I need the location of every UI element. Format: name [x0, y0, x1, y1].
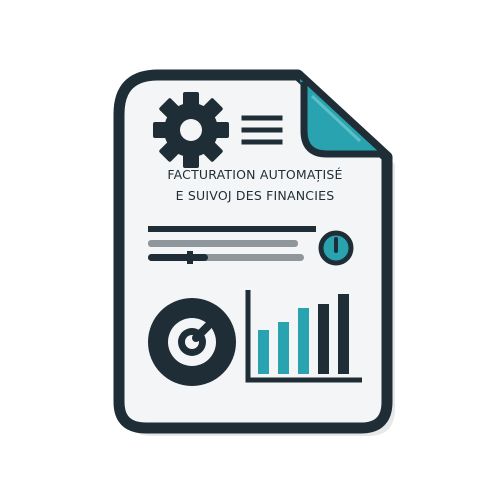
text-lines — [148, 226, 316, 247]
folded-corner — [300, 79, 381, 158]
document-caption-line-2: E SUIVOJ DES FINANCIES — [175, 188, 335, 203]
slider-icon — [148, 230, 354, 266]
gear-icon — [153, 92, 229, 168]
bar-chart-icon — [245, 290, 362, 383]
gauge-icon — [148, 298, 236, 386]
menu-lines-icon — [241, 115, 283, 145]
document-caption-line-1: FACTURATION AUTOMAȚISÉ — [167, 167, 343, 182]
